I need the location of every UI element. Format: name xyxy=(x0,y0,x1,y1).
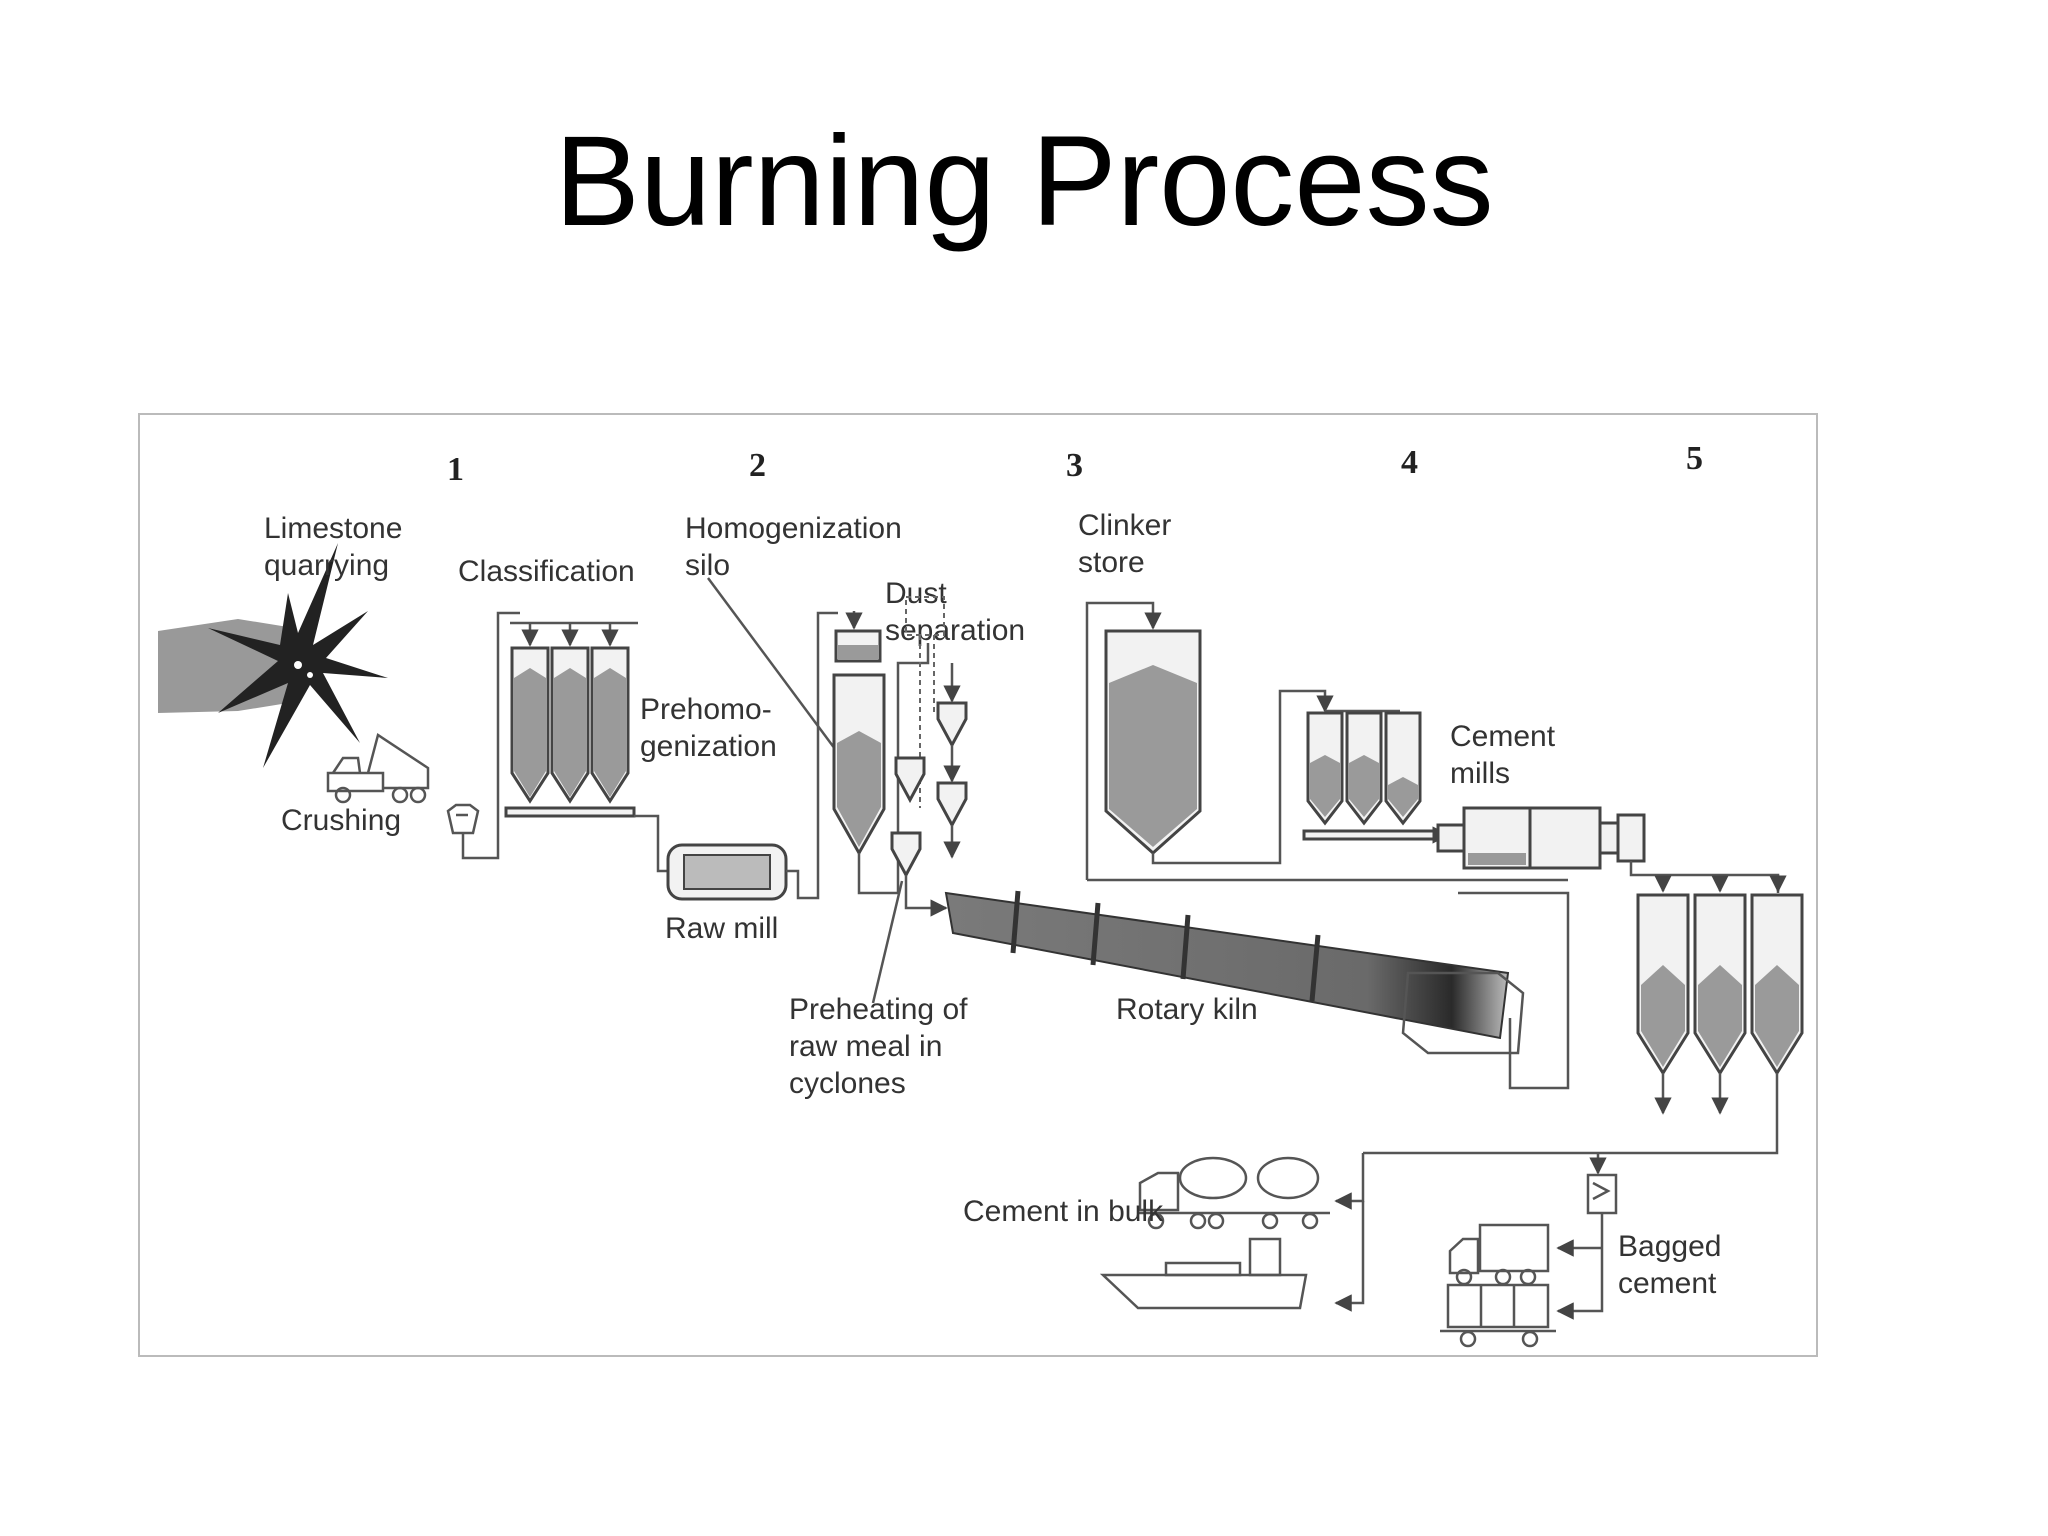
label-raw-mill: Raw mill xyxy=(665,912,778,945)
label-limestone-1: Limestone xyxy=(264,512,402,545)
classification-silos xyxy=(504,621,638,818)
stage-number-4: 4 xyxy=(1401,444,1418,481)
tanker-truck-icon xyxy=(1138,1156,1330,1230)
stage-number-1: 1 xyxy=(447,451,464,488)
label-dust-1: Dust xyxy=(885,577,947,610)
preheater-cyclones xyxy=(890,596,968,917)
label-clinker-1: Clinker xyxy=(1078,509,1171,542)
clinker-store-silo xyxy=(1085,601,1568,882)
label-cement-mills-1: Cement xyxy=(1450,720,1556,753)
label-preheat-2: raw meal in xyxy=(789,1030,942,1063)
stage-number-3: 3 xyxy=(1066,447,1083,484)
dump-truck-icon xyxy=(326,732,430,804)
label-limestone-2: quarrying xyxy=(264,549,389,582)
label-prehomo-1: Prehomo- xyxy=(640,693,772,726)
label-classification: Classification xyxy=(458,555,635,588)
cement-process-diagram: 1 2 3 4 5 Limestone quarrying Crushing C… xyxy=(138,413,1818,1357)
page-title: Burning Process xyxy=(554,110,1494,253)
label-bagged-2: cement xyxy=(1618,1267,1717,1300)
ship-icon xyxy=(1099,1237,1308,1310)
homogenization-silo xyxy=(832,611,930,895)
label-clinker-2: store xyxy=(1078,546,1145,579)
rotary-kiln xyxy=(944,890,1570,1090)
quarry-blast-icon xyxy=(158,543,388,768)
label-preheat-3: cyclones xyxy=(789,1067,906,1100)
label-cement-mills-2: mills xyxy=(1450,757,1510,790)
rail-wagon-icon xyxy=(1440,1283,1556,1348)
label-dust-2: separation xyxy=(885,614,1025,647)
bagging-machine-icon xyxy=(1556,1173,1618,1320)
label-homog-1: Homogenization xyxy=(685,512,902,545)
label-rotary-kiln: Rotary kiln xyxy=(1116,993,1258,1026)
raw-mill xyxy=(666,843,788,901)
cement-mill-silos xyxy=(1302,709,1450,844)
crusher-icon xyxy=(446,803,480,835)
stage-number-5: 5 xyxy=(1686,440,1703,477)
label-preheat-1: Preheating of xyxy=(789,993,968,1026)
label-bagged-1: Bagged xyxy=(1618,1230,1721,1263)
diagram-frame xyxy=(138,413,1818,1357)
cement-storage-silos xyxy=(1363,875,1804,1155)
label-crushing: Crushing xyxy=(281,804,401,837)
label-prehomo-2: genization xyxy=(640,730,777,763)
label-cement-bulk: Cement in bulk xyxy=(963,1195,1164,1228)
cement-mill xyxy=(1436,806,1780,893)
stage-number-2: 2 xyxy=(749,447,766,484)
label-homog-2: silo xyxy=(685,549,730,582)
